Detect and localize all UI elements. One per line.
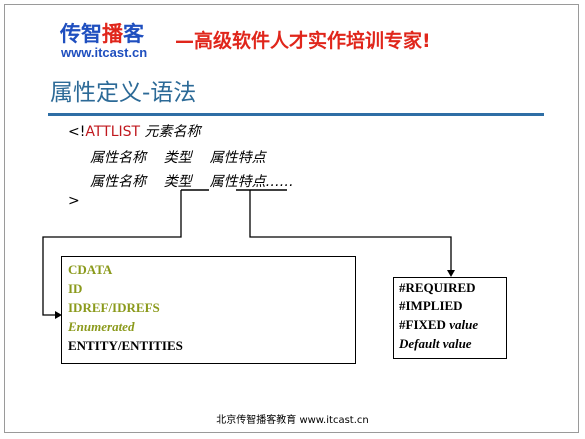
syntax-line-4: > bbox=[68, 193, 80, 209]
syntax-open: <! bbox=[68, 124, 86, 140]
type-arrowhead bbox=[55, 311, 62, 319]
syntax-line-2-text: 属性名称 类型 属性特点 bbox=[90, 150, 266, 166]
type-id: ID bbox=[68, 281, 83, 296]
feature-required: #REQUIRED bbox=[399, 280, 476, 295]
footer: 北京传智播客教育 www.itcast.cn bbox=[216, 415, 369, 426]
type-entity: ENTITY/ENTITIES bbox=[68, 338, 183, 353]
type-enumerated: Enumerated bbox=[68, 319, 135, 334]
slide-title: 属性定义-语法 bbox=[50, 80, 197, 106]
feature-default: Default value bbox=[399, 336, 472, 351]
brand-logo-part3: 客 bbox=[123, 22, 144, 46]
syntax-line-1: <!ATTLIST 元素名称 bbox=[68, 121, 201, 141]
title-rule bbox=[48, 113, 544, 116]
brand-logo-part2: 播 bbox=[102, 22, 123, 46]
type-idref: IDREF/IDREFS bbox=[68, 300, 160, 315]
feature-fixed-prefix: #FIXED bbox=[399, 317, 450, 332]
feature-fixed: #FIXED value bbox=[399, 318, 478, 332]
syntax-line-3: 属性名称 类型 属性特点…… bbox=[90, 171, 294, 191]
features-box: #REQUIRED #IMPLIED #FIXED value Default … bbox=[393, 277, 507, 359]
type-connector bbox=[42, 190, 182, 316]
type-cdata: CDATA bbox=[68, 262, 113, 277]
types-box: CDATA ID IDREF/IDREFS Enumerated ENTITY/… bbox=[61, 256, 356, 364]
feature-implied: #IMPLIED bbox=[399, 298, 463, 313]
syntax-line-2: 属性名称 类型 属性特点 bbox=[90, 147, 266, 167]
syntax-element-name: 元素名称 bbox=[140, 124, 201, 140]
feature-fixed-value: value bbox=[449, 317, 479, 332]
syntax-line-3-text: 属性名称 类型 属性特点…… bbox=[90, 174, 294, 190]
syntax-keyword: ATTLIST bbox=[85, 124, 141, 140]
feature-connector bbox=[249, 190, 452, 270]
brand-logo-part1: 传智 bbox=[60, 22, 102, 46]
brand-url: www.itcast.cn bbox=[61, 45, 148, 60]
feature-arrowhead bbox=[447, 270, 455, 277]
brand-logo: 传智播客 bbox=[60, 22, 144, 46]
slogan: —高级软件人才实作培训专家! bbox=[175, 30, 431, 52]
